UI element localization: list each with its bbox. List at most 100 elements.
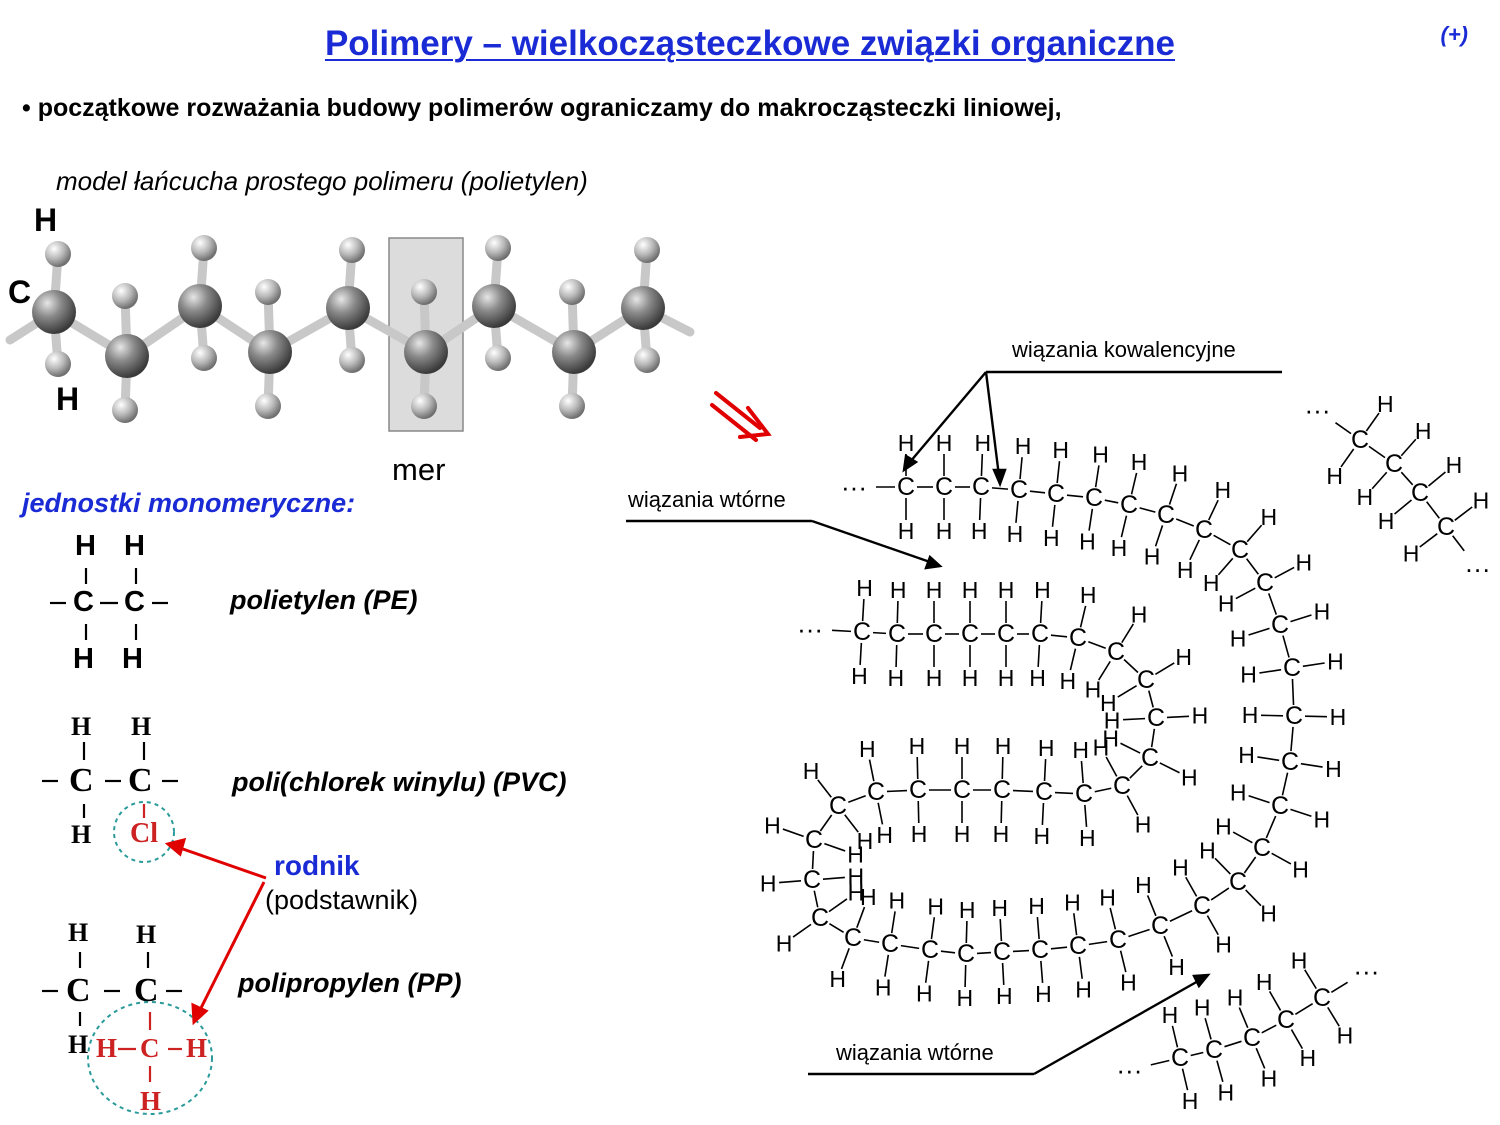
chain-carbon: C	[1141, 744, 1159, 772]
chain-hydrogen: H	[1172, 855, 1189, 881]
chain-hydrogen: H	[911, 821, 928, 847]
chain-hydrogen: H	[1240, 662, 1257, 688]
corner-mark: (+)	[1440, 22, 1469, 47]
model-carbon-atom	[552, 330, 596, 374]
chain-hydrogen: H	[1131, 602, 1148, 628]
chain-hydrogen: H	[1378, 508, 1395, 534]
pp-h-1: H	[68, 918, 89, 947]
pvc-h-2: H	[131, 712, 152, 741]
chain-hydrogen: H	[898, 430, 915, 456]
chain-hydrogen: H	[1242, 702, 1259, 728]
chain-hydrogen: H	[1473, 487, 1490, 513]
chain-hydrogen: H	[1330, 704, 1347, 730]
chain-hydrogen: H	[1203, 570, 1220, 596]
chain-hydrogen: H	[848, 864, 865, 890]
chain-hydrogen: H	[847, 842, 864, 868]
chain-hydrogen: H	[1064, 889, 1081, 915]
chain-carbon: C	[1031, 620, 1049, 648]
pe-h-3: H	[73, 643, 94, 675]
chain-hydrogen: H	[1238, 742, 1255, 768]
chain-hydrogen: H	[996, 983, 1013, 1009]
pe-c-2: C	[124, 586, 145, 618]
chain-hydrogen: H	[1104, 707, 1121, 733]
chain-hydrogen: H	[851, 663, 868, 689]
chain-carbon: C	[1035, 778, 1053, 806]
chain-hydrogen: H	[1099, 884, 1116, 910]
chain-hydrogen: H	[888, 888, 905, 914]
chain-hydrogen: H	[1314, 807, 1331, 833]
model-carbon-atom	[32, 290, 76, 334]
chain-hydrogen: H	[916, 981, 933, 1007]
chain-hydrogen: H	[803, 758, 820, 784]
model-hydrogen-atom	[339, 347, 365, 373]
chain-carbon: C	[1271, 611, 1289, 639]
pvc-h-1: H	[71, 712, 92, 741]
chain-hydrogen: H	[1072, 737, 1089, 763]
chain-hydrogen: H	[1144, 544, 1161, 570]
chain-carbon: C	[1109, 926, 1127, 954]
pp-sub-h-right: H	[186, 1033, 208, 1063]
chain-hydrogen: H	[998, 577, 1015, 603]
chain-hydrogen: H	[1029, 665, 1046, 691]
chain-carbon: C	[829, 792, 847, 820]
chain-carbon: C	[1271, 792, 1289, 820]
polymer-name-pvc: poli(chlorek winylu) (PVC)	[232, 767, 567, 797]
model-carbon-atom	[621, 286, 665, 330]
chain-carbon: C	[1113, 772, 1131, 800]
chain-hydrogen: H	[998, 665, 1015, 691]
chain-hydrogen: H	[1052, 437, 1069, 463]
chain-hydrogen: H	[1102, 725, 1119, 751]
chain-carbon: C	[1281, 748, 1299, 776]
model-carbon-atom	[472, 284, 516, 328]
chain-ellipsis: ···	[1116, 1055, 1142, 1085]
chain-carbon: C	[1437, 513, 1455, 541]
label-secondary-bonds-2: wiązania wtórne	[836, 1040, 994, 1065]
chain-hydrogen: H	[1181, 765, 1198, 791]
chain-carbon: C	[1256, 569, 1274, 597]
chain-hydrogen: H	[887, 665, 904, 691]
chain-hydrogen: H	[962, 665, 979, 691]
chain-carbon: C	[1411, 479, 1429, 507]
chain-hydrogen: H	[1291, 947, 1308, 973]
chain-carbon: C	[1205, 1036, 1223, 1064]
chain-hydrogen: H	[1034, 823, 1051, 849]
chain-hydrogen: H	[1135, 872, 1152, 898]
pvc-c-1: C	[69, 762, 94, 799]
chain-hydrogen: H	[876, 822, 893, 848]
chain-carbon: C	[925, 620, 943, 648]
chain-carbon: C	[1157, 501, 1175, 529]
chain-hydrogen: H	[1168, 954, 1185, 980]
pe-c-1: C	[73, 586, 94, 618]
model-hydrogen-atom	[634, 237, 660, 263]
chain-carbon: C	[1193, 892, 1211, 920]
chain-hydrogen: H	[959, 897, 976, 923]
chain-carbon: C	[921, 936, 939, 964]
model-hydrogen-atom	[634, 347, 660, 373]
chain-hydrogen: H	[1111, 535, 1128, 561]
chain-hydrogen: H	[760, 870, 777, 896]
chain-carbon: C	[1195, 516, 1213, 544]
model-hydrogen-atom	[255, 279, 281, 305]
pp-sub-h-bottom: H	[140, 1086, 162, 1116]
chain-hydrogen: H	[1034, 577, 1051, 603]
chain-carbon: C	[1010, 476, 1028, 504]
chain-carbon: C	[853, 618, 871, 646]
chain-carbon: C	[1147, 704, 1165, 732]
model-hydrogen-atom	[112, 283, 138, 309]
chain-carbon: C	[957, 940, 975, 968]
chain-hydrogen: H	[857, 828, 874, 854]
model-caption: model łańcucha prostego polimeru (poliet…	[56, 166, 588, 196]
chain-carbon: C	[1031, 936, 1049, 964]
chain-carbon: C	[811, 904, 829, 932]
chain-hydrogen: H	[1100, 690, 1117, 716]
chain-hydrogen: H	[909, 733, 926, 759]
chain-carbon: C	[1151, 912, 1169, 940]
pp-sub-h-left: H	[96, 1033, 118, 1063]
model-hydrogen-atom	[559, 279, 585, 305]
chain-carbon: C	[1253, 834, 1271, 862]
chain-hydrogen: H	[1194, 995, 1211, 1021]
chain-hydrogen: H	[1120, 970, 1137, 996]
chain-hydrogen: H	[1175, 644, 1192, 670]
